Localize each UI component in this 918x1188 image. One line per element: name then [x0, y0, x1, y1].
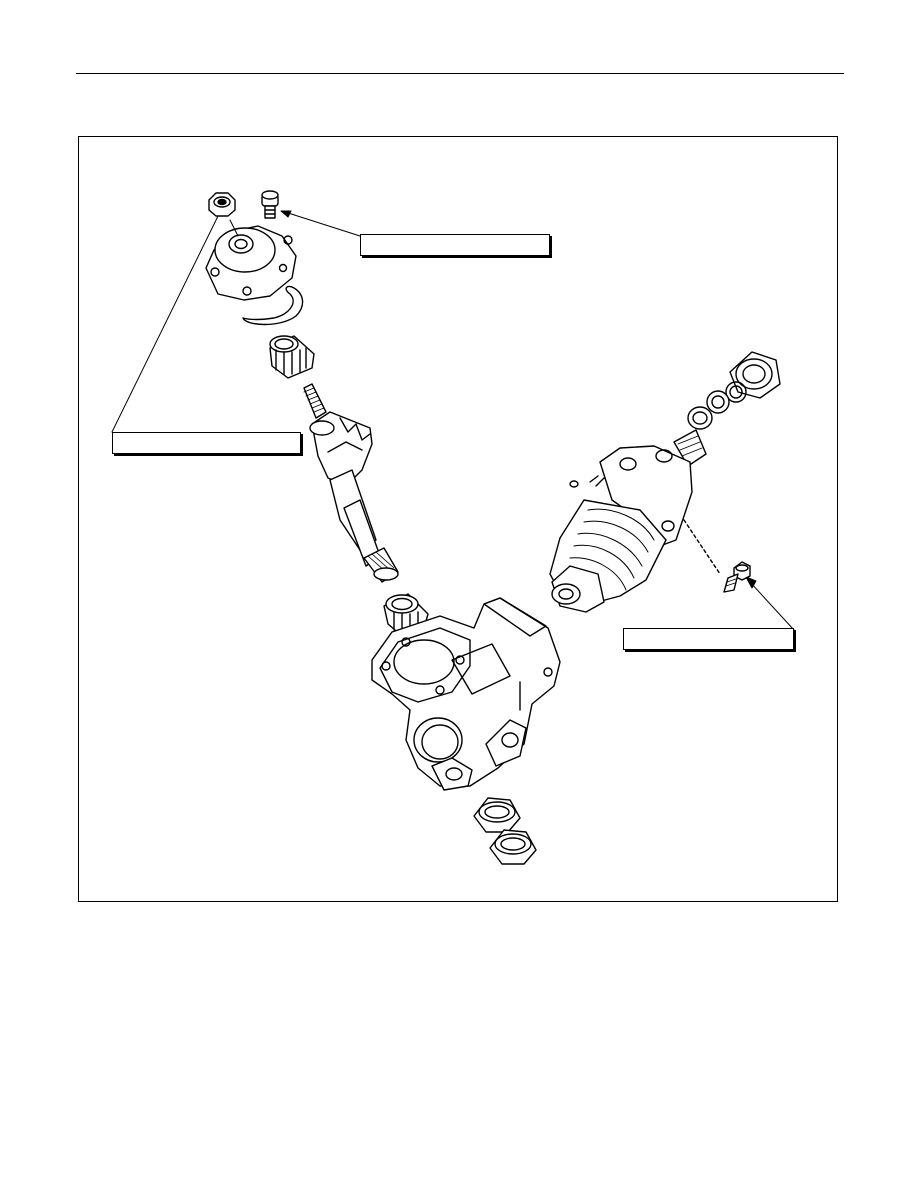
needle-bearing-upper — [269, 335, 315, 379]
figure-frame — [78, 136, 838, 902]
valve-body-assembly — [549, 429, 707, 613]
bolt — [683, 519, 751, 593]
callout-bleeder-plug — [360, 234, 550, 256]
sector-shaft — [303, 383, 399, 583]
seals-upper — [569, 351, 781, 488]
bleeder-plug — [261, 190, 279, 219]
side-cover-part — [205, 190, 304, 326]
callout-lock-nut — [112, 432, 301, 454]
callout-bolt — [623, 628, 794, 650]
seals-lower — [473, 797, 537, 865]
leader-lines — [111, 210, 795, 631]
header-rule — [76, 73, 844, 74]
gear-housing — [371, 597, 561, 791]
lock-nut — [208, 192, 236, 217]
